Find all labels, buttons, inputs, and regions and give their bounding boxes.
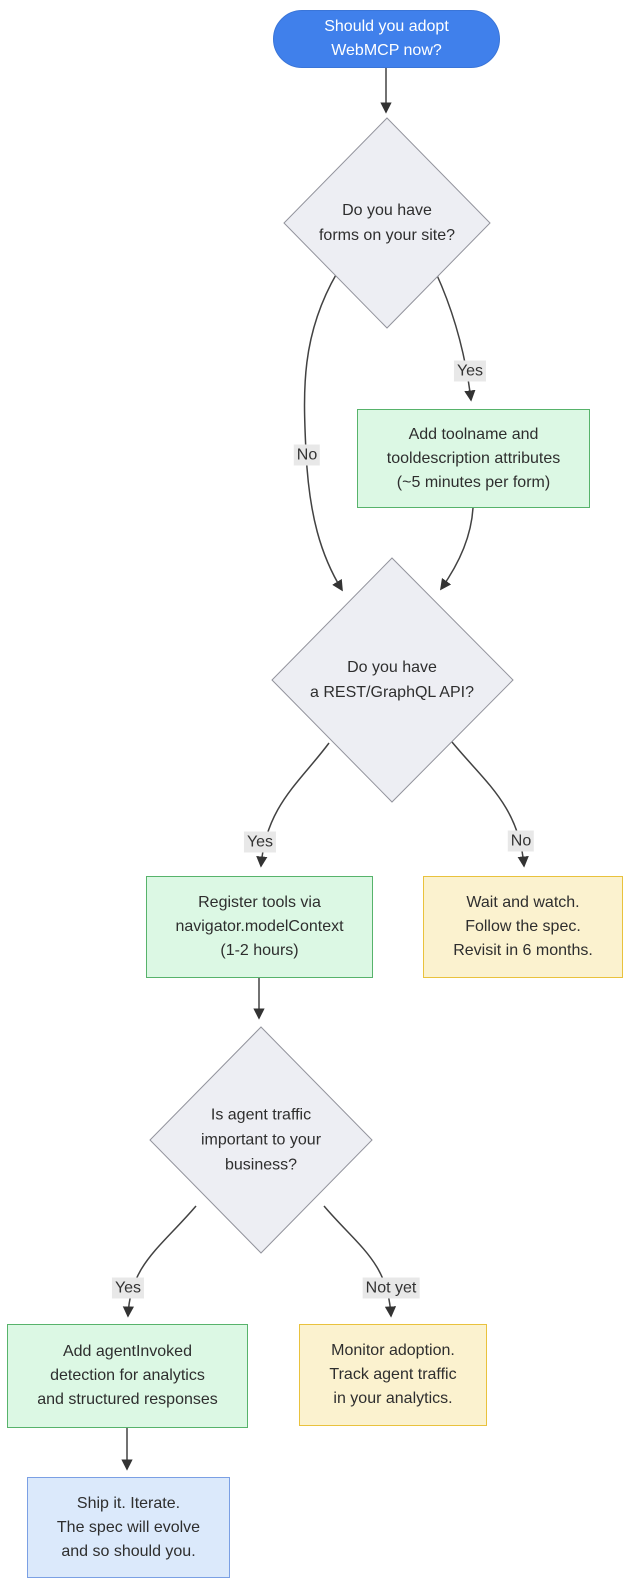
edge-forms-yes xyxy=(435,272,476,402)
ship-label: Ship it. Iterate. The spec will evolve a… xyxy=(56,1494,201,1560)
decision-forms-shape xyxy=(283,117,491,329)
edge-label-forms-no: No xyxy=(293,444,321,466)
decision-forms-label: Do you have forms on your site? xyxy=(318,202,456,244)
edge-label-traffic-notyet: Not yet xyxy=(362,1277,420,1299)
edge-label-forms-yes: Yes xyxy=(453,360,487,382)
decision-api-label: Do you have a REST/GraphQL API? xyxy=(310,659,474,701)
ship-node: Ship it. Iterate. The spec will evolve a… xyxy=(27,1477,230,1578)
wait-watch-label: Wait and watch. Follow the spec. Revisit… xyxy=(453,894,593,959)
edge-traffic-yes xyxy=(122,1205,197,1318)
edge-traffic-notyet xyxy=(323,1205,397,1318)
action-analytics-label: Add agentInvoked detection for analytics… xyxy=(37,1343,218,1408)
decision-traffic-shape xyxy=(149,1026,373,1254)
decision-traffic-label: Is agent traffic important to your busin… xyxy=(200,1106,322,1174)
edge-label-api-no: No xyxy=(507,830,535,852)
action-api-node: Register tools via navigator.modelContex… xyxy=(146,876,373,978)
wait-watch-node: Wait and watch. Follow the spec. Revisit… xyxy=(423,876,623,978)
decision-api-shape xyxy=(271,557,514,803)
action-forms-node: Add toolname and tooldescription attribu… xyxy=(357,409,590,508)
action-analytics-node: Add agentInvoked detection for analytics… xyxy=(7,1324,248,1428)
monitor-label: Monitor adoption. Track agent traffic in… xyxy=(329,1342,457,1407)
edge-label-api-yes: Yes xyxy=(243,831,277,853)
edge-forms-no xyxy=(303,272,343,592)
action-forms-label: Add toolname and tooldescription attribu… xyxy=(386,425,561,491)
start-node-label: Should you adopt WebMCP now? xyxy=(324,18,449,59)
action-api-label: Register tools via navigator.modelContex… xyxy=(175,894,344,959)
start-node: Should you adopt WebMCP now? xyxy=(273,10,500,68)
edge-actionforms-to-api xyxy=(440,507,474,591)
monitor-node: Monitor adoption. Track agent traffic in… xyxy=(299,1324,487,1426)
edge-label-traffic-yes: Yes xyxy=(111,1277,145,1299)
